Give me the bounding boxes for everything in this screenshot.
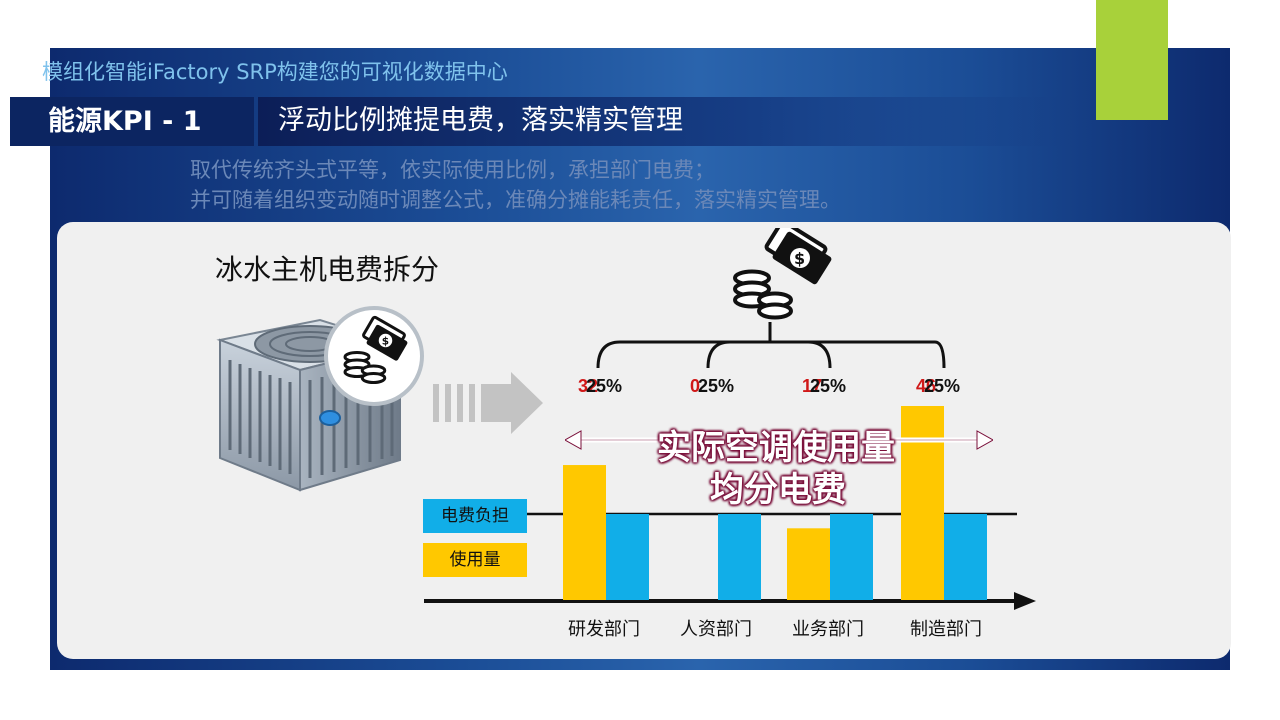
- category-label-hr: 人资部门: [680, 619, 752, 640]
- page-title: 浮动比例摊提电费，落实精实管理: [258, 97, 1088, 146]
- arrow-right-icon: [433, 372, 543, 434]
- legend-bill-share: 电费负担: [423, 499, 527, 533]
- legend-usage: 使用量: [423, 543, 527, 577]
- brace-icon: [596, 322, 946, 369]
- money-icon: $: [733, 228, 832, 320]
- svg-text:$: $: [382, 335, 389, 347]
- bill-share-value-label: 25%: [810, 376, 846, 396]
- bill-share-bar: [830, 514, 873, 600]
- category-label-rd: 研发部门: [568, 619, 640, 640]
- money-badge-icon: $: [324, 306, 424, 406]
- double-arrow-icon: [565, 430, 993, 450]
- usage-bar: [787, 528, 830, 600]
- bill-share-value-label: 25%: [586, 376, 622, 396]
- overlay-text-equal-split: 均分电费: [710, 470, 846, 510]
- overlay-text-usage: 实际空调使用量: [657, 428, 895, 468]
- svg-text:$: $: [794, 249, 805, 268]
- bill-share-bar: [944, 514, 987, 600]
- slide-subtitle: 模组化智能iFactory SRP构建您的可视化数据中心: [42, 60, 508, 84]
- kpi-label: 能源KPI - 1: [10, 97, 254, 146]
- usage-value-label: 32: [578, 376, 598, 396]
- category-label-manufacturing: 制造部门: [910, 619, 982, 640]
- category-label-sales: 业务部门: [792, 619, 864, 640]
- usage-bar: [563, 465, 606, 600]
- x-axis-arrow: [1014, 592, 1036, 610]
- green-accent-bar: [1096, 0, 1168, 120]
- usage-value-label: 0: [690, 376, 700, 396]
- panel-title: 冰水主机电费拆分: [215, 253, 440, 286]
- description: 取代传统齐头式平等，依实际使用比例，承担部门电费； 并可随着组织变动随时调整公式…: [190, 155, 841, 215]
- description-line-1: 取代传统齐头式平等，依实际使用比例，承担部门电费；: [190, 158, 715, 182]
- usage-value-label: 46: [916, 376, 936, 396]
- usage-value-label: 17: [802, 376, 822, 396]
- bill-share-bar: [606, 514, 649, 600]
- description-line-2: 并可随着组织变动随时调整公式，准确分摊能耗责任，落实精实管理。: [190, 188, 841, 212]
- bill-share-value-label: 25%: [924, 376, 960, 396]
- bill-share-value-label: 25%: [698, 376, 734, 396]
- bill-share-bar: [718, 514, 761, 600]
